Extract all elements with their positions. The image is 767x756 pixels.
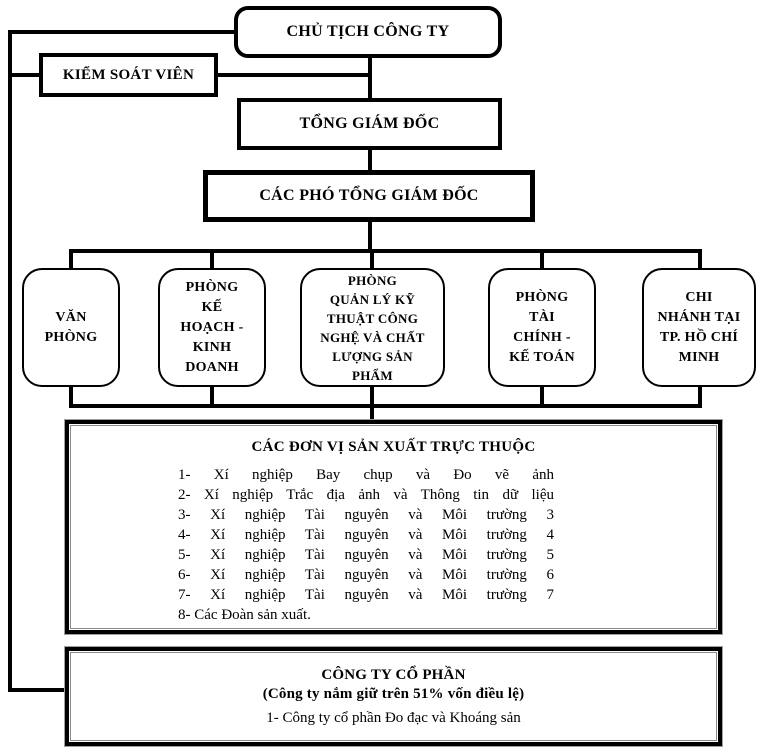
production-units-inner-border: CÁC ĐƠN VỊ SẢN XUẤT TRỰC THUỘC 1- Xí ngh… <box>70 425 717 629</box>
joint-stock-title: CÔNG TY CỔ PHẦN <box>321 667 466 683</box>
dept-label-ke-hoach-kinh-doanh: PHÒNG KẾ HOẠCH - KINH DOANH <box>180 279 244 375</box>
connector-stub-bottom-dept5 <box>698 385 702 408</box>
connector-rail-to-chairman <box>8 30 236 34</box>
production-unit-item: 3- Xí nghiệp Tài nguyên và Môi trường 3 <box>178 507 554 523</box>
production-unit-item: 5- Xí nghiệp Tài nguyên và Môi trường 5 <box>178 547 554 563</box>
dept-box-van-phong: VĂN PHÒNG <box>22 268 120 387</box>
joint-stock-item: 1- Công ty cổ phần Đo đạc và Khoáng sản <box>266 710 521 726</box>
connector-stub-top-dept3 <box>370 249 374 270</box>
connector-stub-bottom-dept2 <box>210 385 214 408</box>
dept-box-tai-chinh-ke-toan: PHÒNG TÀI CHÍNH - KẾ TOÁN <box>488 268 596 387</box>
connector-left-rail-vertical <box>8 30 12 692</box>
connector-stub-bottom-dept3 <box>370 385 374 408</box>
general-director-box: TỔNG GIÁM ĐỐC <box>237 98 502 150</box>
dept-label-tai-chinh-ke-toan: PHÒNG TÀI CHÍNH - KẾ TOÁN <box>509 289 575 365</box>
dept-label-van-phong: VĂN PHÒNG <box>44 309 98 345</box>
chairman-label: CHỦ TỊCH CÔNG TY <box>286 23 450 40</box>
joint-stock-inner-border: CÔNG TY CỔ PHẦN (Công ty nắm giữ trên 51… <box>70 652 717 741</box>
production-unit-item: 8- Các Đoàn sản xuất. <box>178 607 311 623</box>
deputy-directors-box: CÁC PHÓ TỔNG GIÁM ĐỐC <box>203 170 535 222</box>
controller-box: KIỂM SOÁT VIÊN <box>39 53 218 97</box>
production-unit-item: 7- Xí nghiệp Tài nguyên và Môi trường 7 <box>178 587 554 603</box>
connector-controller-to-trunk <box>216 73 372 77</box>
connector-chairman-to-gd <box>368 55 372 100</box>
joint-stock-subtitle: (Công ty nắm giữ trên 51% vốn điều lệ) <box>262 686 525 702</box>
controller-label: KIỂM SOÁT VIÊN <box>62 66 195 83</box>
connector-stub-bottom-dept1 <box>69 385 73 408</box>
connector-bottom-bus <box>69 404 702 408</box>
connector-gd-to-deputy <box>368 148 372 172</box>
dept-box-ke-hoach-kinh-doanh: PHÒNG KẾ HOẠCH - KINH DOANH <box>158 268 266 387</box>
production-units-title: CÁC ĐƠN VỊ SẢN XUẤT TRỰC THUỘC <box>251 439 536 455</box>
deputy-directors-label: CÁC PHÓ TỔNG GIÁM ĐỐC <box>259 187 479 204</box>
connector-top-bus <box>69 249 702 253</box>
connector-stub-bottom-dept4 <box>540 385 544 408</box>
connector-stub-top-dept1 <box>69 249 73 270</box>
dept-label-chi-nhanh-hcm: CHI NHÁNH TẠI TP. HỒ CHÍ MINH <box>657 289 741 365</box>
production-unit-item: 2- Xí nghiệp Trắc địa ảnh và Thông tin d… <box>178 487 554 503</box>
connector-stub-top-dept5 <box>698 249 702 270</box>
connector-deputy-drop <box>368 220 372 253</box>
dept-box-chi-nhanh-hcm: CHI NHÁNH TẠI TP. HỒ CHÍ MINH <box>642 268 756 387</box>
dept-box-quan-ly-ky-thuat: PHÒNG QUẢN LÝ KỸ THUẬT CÔNG NGHỆ VÀ CHẤT… <box>300 268 445 387</box>
chairman-box: CHỦ TỊCH CÔNG TY <box>234 6 502 58</box>
dept-label-quan-ly-ky-thuat: PHÒNG QUẢN LÝ KỸ THUẬT CÔNG NGHỆ VÀ CHẤT… <box>320 272 425 383</box>
connector-stub-top-dept4 <box>540 249 544 270</box>
production-unit-item: 4- Xí nghiệp Tài nguyên và Môi trường 4 <box>178 527 554 543</box>
connector-rail-to-controller <box>8 73 41 77</box>
production-units-list: 1- Xí nghiệp Bay chụp và Đo vẽ ảnh 2- Xí… <box>178 465 554 625</box>
connector-rail-to-company-box <box>8 688 68 692</box>
connector-bus-to-units-box <box>370 404 374 422</box>
general-director-label: TỔNG GIÁM ĐỐC <box>299 115 440 132</box>
production-unit-item: 6- Xí nghiệp Tài nguyên và Môi trường 6 <box>178 567 554 583</box>
production-unit-item: 1- Xí nghiệp Bay chụp và Đo vẽ ảnh <box>178 467 554 483</box>
production-units-box: CÁC ĐƠN VỊ SẢN XUẤT TRỰC THUỘC 1- Xí ngh… <box>64 419 723 635</box>
connector-stub-top-dept2 <box>210 249 214 270</box>
joint-stock-company-box: CÔNG TY CỔ PHẦN (Công ty nắm giữ trên 51… <box>64 646 723 747</box>
